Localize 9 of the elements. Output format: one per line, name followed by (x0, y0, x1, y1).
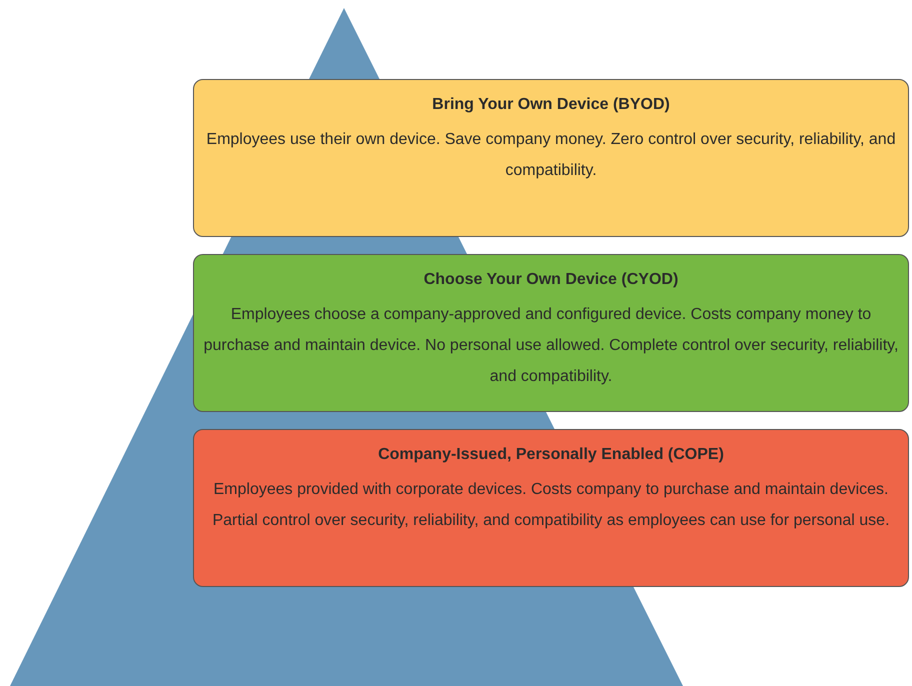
tier-heading: Company-Issued, Personally Enabled (COPE) (377, 445, 725, 465)
tier-heading: Choose Your Own Device (CYOD) (422, 270, 680, 290)
tier-box (193, 254, 909, 412)
tier-heading: Bring Your Own Device (BYOD) (431, 95, 671, 115)
tier-description: Employees use their own device. Save company money. Zero control over security, reliability, and compatibility. (205, 130, 897, 181)
tier-description: Employees choose a company-approved and configured device. Costs company money to purchase and maintain device. No personal use allowed. Complete control over security, reliability, and compatibility. (202, 305, 900, 387)
tier-description: Employees provided with corporate devices. Costs company to purchase and maintain devices. Partial control over security, reliability, and compatibility as employees can use for personal use. (211, 480, 891, 531)
tier-box (193, 79, 909, 237)
tier-box (193, 429, 909, 587)
